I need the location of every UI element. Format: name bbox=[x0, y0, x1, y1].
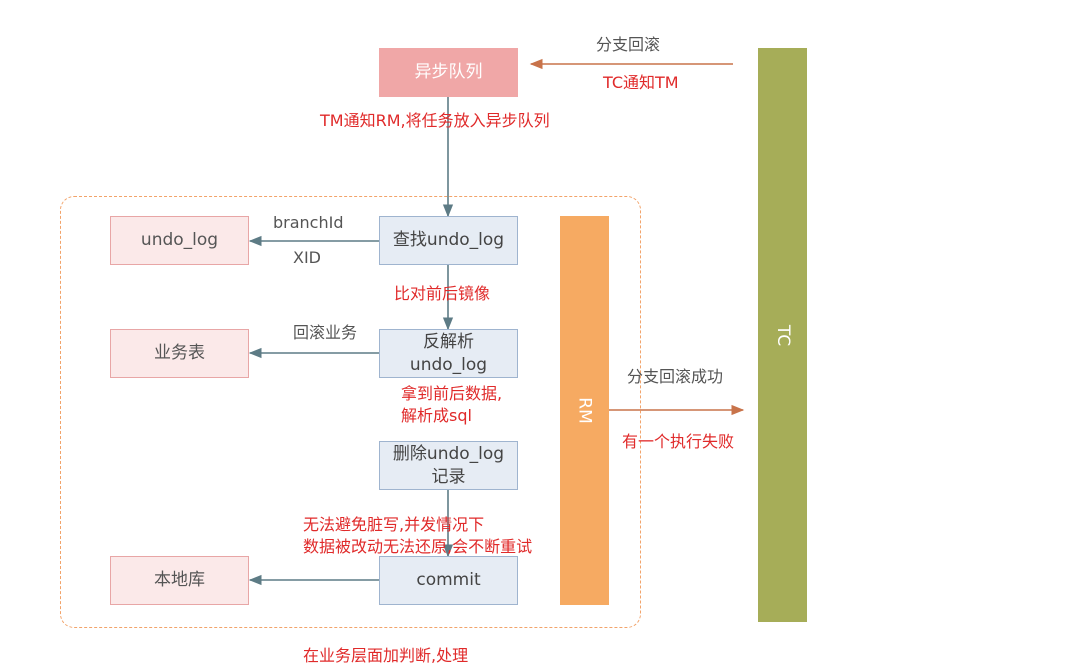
find-undo-log-box: 查找undo_log bbox=[379, 216, 518, 265]
reverse-parse-line2: undo_log bbox=[409, 354, 488, 375]
undo-log-store-label: undo_log bbox=[140, 230, 219, 250]
async-queue-box: 异步队列 bbox=[379, 48, 518, 97]
find-undo-log-label: 查找undo_log bbox=[392, 230, 505, 250]
commit-label: commit bbox=[416, 570, 481, 590]
rm-bar: RM bbox=[560, 216, 609, 605]
tc-label: TC bbox=[772, 324, 793, 346]
business-table-label: 业务表 bbox=[154, 343, 205, 363]
rm-label: RM bbox=[574, 397, 595, 424]
business-layer-handling-text: 在业务层面加判断,处理 bbox=[303, 646, 469, 665]
tc-bar: TC bbox=[758, 48, 807, 622]
local-db-label: 本地库 bbox=[154, 570, 205, 590]
branch-rollback-success-text: 分支回滚成功 bbox=[627, 367, 724, 386]
local-db-box: 本地库 bbox=[110, 556, 249, 605]
undo-log-store-box: undo_log bbox=[110, 216, 249, 265]
commit-box: commit bbox=[379, 556, 518, 605]
async-queue-label: 异步队列 bbox=[414, 62, 483, 82]
get-before-after-line2: 解析成sql bbox=[401, 406, 472, 425]
delete-undo-log-box: 删除undo_log 记录 bbox=[379, 441, 518, 490]
branch-id-text: branchId bbox=[273, 213, 344, 232]
one-failed-text: 有一个执行失败 bbox=[622, 432, 735, 451]
reverse-parse-box: 反解析 undo_log bbox=[379, 329, 518, 378]
dirty-write-line1: 无法避免脏写,并发情况下 bbox=[303, 515, 485, 534]
delete-undo-line1: 删除undo_log bbox=[392, 443, 505, 464]
rm-dashed-region bbox=[60, 196, 641, 628]
reverse-parse-line1: 反解析 bbox=[423, 331, 474, 352]
dirty-write-line2: 数据被改动无法还原,会不断重试 bbox=[303, 537, 533, 556]
delete-undo-line2: 记录 bbox=[431, 466, 466, 487]
branch-rollback-top-text: 分支回滚 bbox=[596, 35, 661, 54]
tm-notify-rm-text: TM通知RM,将任务放入异步队列 bbox=[320, 111, 550, 130]
get-before-after-line1: 拿到前后数据, bbox=[401, 384, 503, 403]
compare-images-text: 比对前后镜像 bbox=[394, 284, 491, 303]
tc-notify-tm-text: TC通知TM bbox=[603, 73, 679, 92]
business-table-box: 业务表 bbox=[110, 329, 249, 378]
rollback-business-text: 回滚业务 bbox=[293, 323, 358, 342]
xid-text: XID bbox=[293, 248, 321, 267]
